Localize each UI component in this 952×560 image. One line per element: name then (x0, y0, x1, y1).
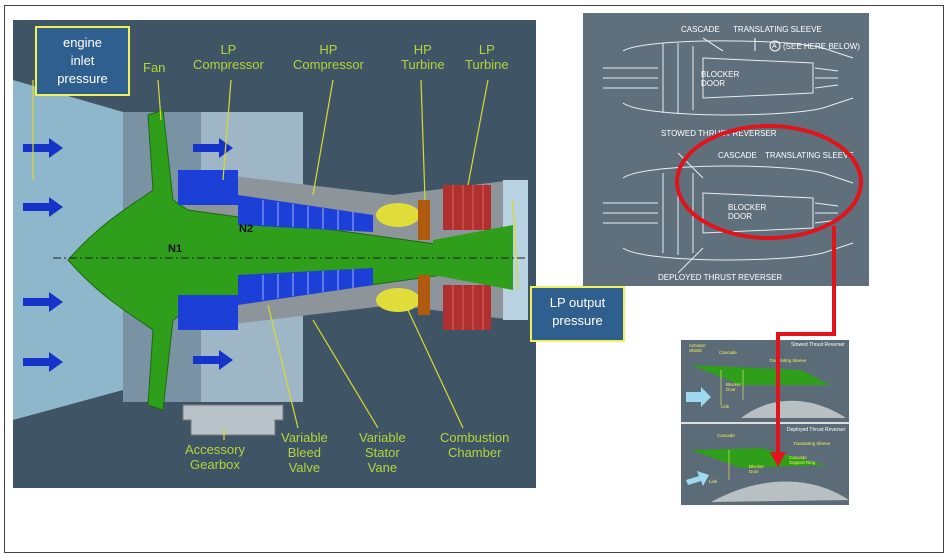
inlet-pressure-callout: engine inlet pressure (35, 26, 130, 96)
stowed-reverser-title: STOWED THRUST REVERSER (661, 129, 777, 138)
cascade-leader-top (702, 37, 724, 52)
detail-sleeve-label-2: Translating Sleeve (793, 441, 831, 446)
inlet-region (13, 80, 123, 420)
detail-divider (681, 422, 849, 424)
deployed-reverser-title: DEPLOYED THRUST REVERSER (658, 273, 783, 282)
variable-stator-vane-label: Variable Stator Vane (359, 430, 406, 475)
cascade-label-top: CASCADE (681, 25, 720, 34)
lp-compressor-upper (178, 170, 238, 205)
lp-compressor-lower (178, 295, 238, 330)
translating-sleeve-label-top: TRANSLATING SLEEVE (733, 25, 822, 34)
n1-label: N1 (168, 243, 183, 255)
lp-turbine-label: LP Turbine (465, 42, 509, 72)
lp-turbine-blades (452, 185, 484, 330)
translating-sleeve-label-bottom: TRANSLATING SLEEVE (765, 151, 854, 160)
stowed-sleeve (691, 365, 831, 385)
n2-label: N2 (239, 223, 254, 235)
engine-drawing (13, 79, 528, 440)
hp-compressor-upper (238, 195, 373, 232)
hp-turbine-upper (418, 200, 430, 240)
lp-turbine-lower (443, 285, 491, 330)
detail-cascade-label-1: Cascade (719, 350, 737, 355)
combustor-upper (376, 203, 420, 227)
detail-link-label-1: Link (721, 404, 730, 409)
lp-output-pressure-text: LP output pressure (549, 295, 606, 328)
inlet-flow-arrows (23, 138, 233, 372)
inlet-pressure-text: engine inlet pressure (57, 35, 108, 86)
blocker-door-label-top: BLOCKER DOOR (701, 70, 740, 88)
detail-stowed-title: Stowed Thrust Reverser (791, 342, 845, 348)
view-marker-circle (769, 40, 781, 52)
variable-bleed-valve-label: Variable Bleed Valve (281, 430, 328, 475)
deployed-cowl (711, 481, 849, 502)
see-here-label: (SEE HERE BELOW) (783, 42, 860, 51)
detail-deployed-title: Deployed Thrust Reverser (787, 427, 846, 433)
detail-blocker-label-2: Blocker Door (749, 464, 765, 474)
detail-support-ring-label: Cascade Support Ring (789, 455, 816, 465)
hp-turbine-lower (418, 275, 430, 315)
detail-link-label-2: Link (709, 479, 718, 484)
hp-compressor-blades (262, 200, 354, 300)
blocker-door-label-bottom: BLOCKER DOOR (728, 203, 767, 221)
engine-cutaway-diagram: engine inlet pressure Fan LP Compressor … (13, 20, 536, 488)
hp-compressor-lower (238, 268, 373, 305)
accessory-gearbox-shape (182, 404, 284, 436)
stowed-reverser-outline (603, 40, 854, 116)
combustor-lower (376, 288, 420, 312)
detail-leaders (720, 370, 744, 480)
detail-drawing (681, 365, 849, 502)
lp-turbine-upper (443, 185, 491, 230)
detail-cascade-label-2: Cascade (717, 433, 735, 438)
view-marker-letter: A (772, 43, 777, 50)
deployed-sleeve (691, 448, 826, 468)
detail-actuator-label: Actuator Shield (689, 343, 706, 353)
hp-compressor-label: HP Compressor (293, 42, 364, 72)
lp-compressor-label: LP Compressor (193, 42, 264, 72)
detail-blocker-label-1: Blocker Door (726, 382, 742, 392)
thrust-reverser-schematic: CASCADE TRANSLATING SLEEVE A (SEE HERE B… (583, 13, 869, 286)
detail-sleeve-label-1: Translating Sleeve (769, 358, 807, 363)
reverser-drawing (603, 37, 854, 274)
leader-lines (32, 79, 519, 440)
accessory-gearbox-label: Accessory Gearbox (185, 442, 245, 472)
cascade-label-bottom: CASCADE (718, 151, 757, 160)
lp-output-pressure-callout: LP output pressure (530, 286, 625, 342)
fan-label: Fan (143, 60, 166, 75)
combustion-chamber-label: Combustion Chamber (440, 430, 510, 460)
hp-turbine-label: HP Turbine (401, 42, 445, 72)
thrust-reverser-detail: Stowed Thrust Reverser Actuator Shield C… (681, 340, 849, 505)
detail-flow-arrows (686, 387, 711, 486)
stowed-cowl (741, 400, 846, 418)
